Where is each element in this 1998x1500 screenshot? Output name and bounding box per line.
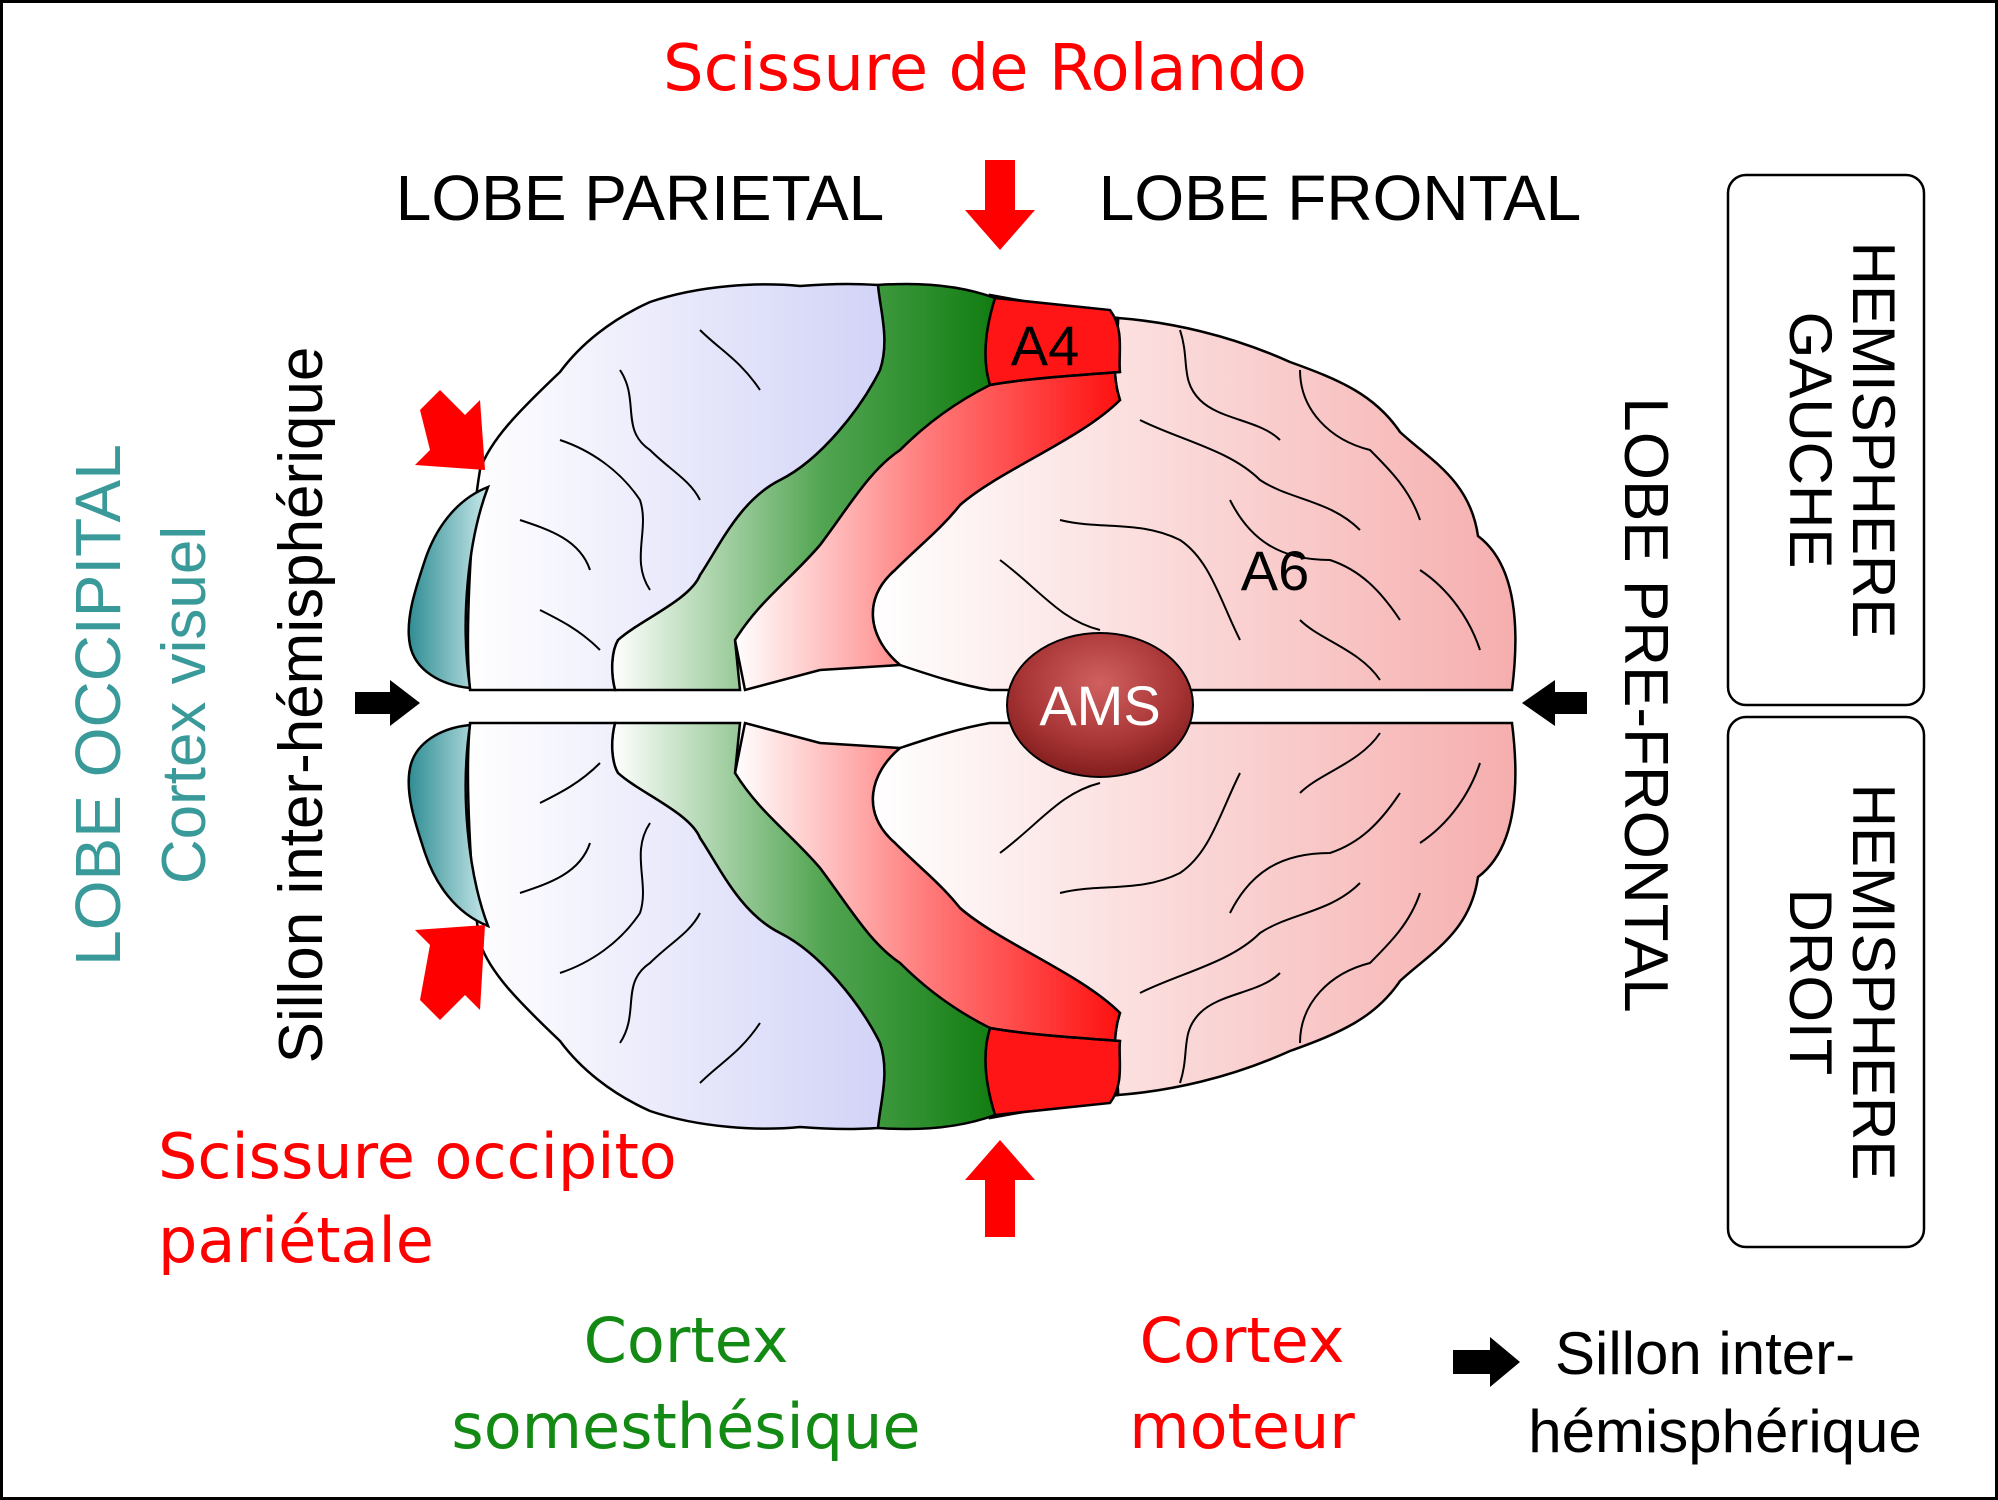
rolando-arrow-top-icon — [965, 160, 1035, 250]
legend-moteur-2: moteur — [1129, 1390, 1355, 1463]
scissure-occipito-label-1: Scissure occipito — [158, 1120, 677, 1193]
left-hemisphere — [407, 282, 1517, 692]
rolando-label: Scissure de Rolando — [663, 32, 1307, 106]
ams-area — [1006, 632, 1194, 778]
hemisphere-droit-label-2: DROIT — [1777, 889, 1844, 1076]
lobe-occipital-label: LOBE OCCIPITAL — [62, 444, 134, 966]
cortex-visuel-label: Cortex visuel — [150, 526, 219, 884]
parietal-area-top — [466, 282, 886, 692]
a4-label: A4 — [1011, 314, 1080, 377]
legend-sillon-arrow-icon — [1453, 1337, 1520, 1387]
legend-somesthesique-2: somesthésique — [451, 1390, 920, 1463]
rolando-arrow-bottom-icon — [965, 1140, 1035, 1237]
right-hemisphere — [407, 721, 1517, 1131]
sulci-top — [519, 329, 1481, 681]
hemisphere-droit-label-1: HEMISPHERE — [1840, 784, 1907, 1181]
hemisphere-right-box — [1726, 715, 1926, 1249]
occipito-arrow-bottom-icon — [415, 925, 485, 1020]
legend-somesthesique-1: Cortex — [584, 1304, 789, 1377]
lobe-prefrontal-label: LOBE PRE-FRONTAL — [1611, 397, 1680, 1013]
legend-sillon-1: Sillon inter- — [1555, 1320, 1855, 1387]
a6-label: A6 — [1241, 539, 1310, 602]
occipito-arrow-top-icon — [415, 390, 485, 470]
lobe-parietal-label: LOBE PARIETAL — [396, 162, 884, 234]
sillon-arrow-right-icon — [1522, 680, 1587, 726]
hemisphere-gauche-label-2: GAUCHE — [1777, 312, 1844, 569]
sillon-arrow-left-icon — [355, 680, 420, 726]
hemisphere-left-box — [1726, 173, 1926, 707]
scissure-occipito-label-2: pariétale — [158, 1204, 434, 1277]
lobe-frontal-label: LOBE FRONTAL — [1099, 162, 1581, 234]
hemisphere-gauche-label-1: HEMISPHERE — [1840, 242, 1907, 639]
legend-moteur-1: Cortex — [1140, 1304, 1345, 1377]
legend-sillon-2: hémisphérique — [1528, 1398, 1922, 1465]
sillon-vertical-label: Sillon inter-hémisphérique — [267, 347, 336, 1064]
occipital-area-top — [407, 484, 491, 690]
ams-label: AMS — [1039, 674, 1160, 737]
